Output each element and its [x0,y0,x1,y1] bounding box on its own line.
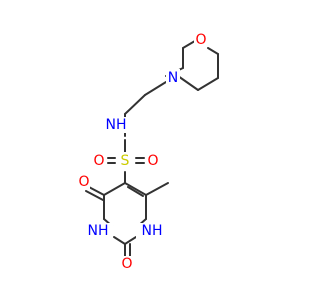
bond [145,182,169,196]
structure-canvas: O N NH S O O O NH NH O [76,30,219,272]
atom-label-background [83,223,113,239]
carbonyl-oxygen-lower-label: O [121,256,132,272]
bond [124,94,146,115]
bond [127,186,144,197]
morpholine-oxygen-label: O [195,32,206,48]
carbonyl-oxygen-upper-label: O [78,174,89,190]
bond [197,77,219,91]
bond [144,81,167,96]
bond [207,47,219,55]
atom-label-background [119,152,133,168]
atom-label-background [101,117,129,133]
bond [124,236,137,245]
atom-label-background [145,152,159,168]
bond [113,236,126,245]
bond [103,182,126,196]
ring-nh-right-label: NH [142,223,163,239]
bond [85,190,104,201]
atom-label-background [136,223,166,239]
bond [124,182,147,196]
sulfonyl-oxygen-right-label: O [147,153,158,169]
ring-nh-left-label: NH [88,223,109,239]
atom-label-background [194,30,208,46]
atom-label-background [119,256,133,272]
atom-label-background [76,174,90,190]
sulfonamide-nh-label: NH [106,117,127,133]
sulfonyl-oxygen-left-label: O [93,153,104,169]
atom-label-background [91,152,105,168]
bond [177,75,199,91]
molecule-drawing: O N NH S O O O NH NH O [76,30,219,272]
morpholine-nitrogen-label: N [168,70,178,86]
atom-label-background [166,69,180,85]
sulfur-label: S [121,153,130,169]
atom-label-layer: O N NH S O O O NH NH O [76,30,208,272]
